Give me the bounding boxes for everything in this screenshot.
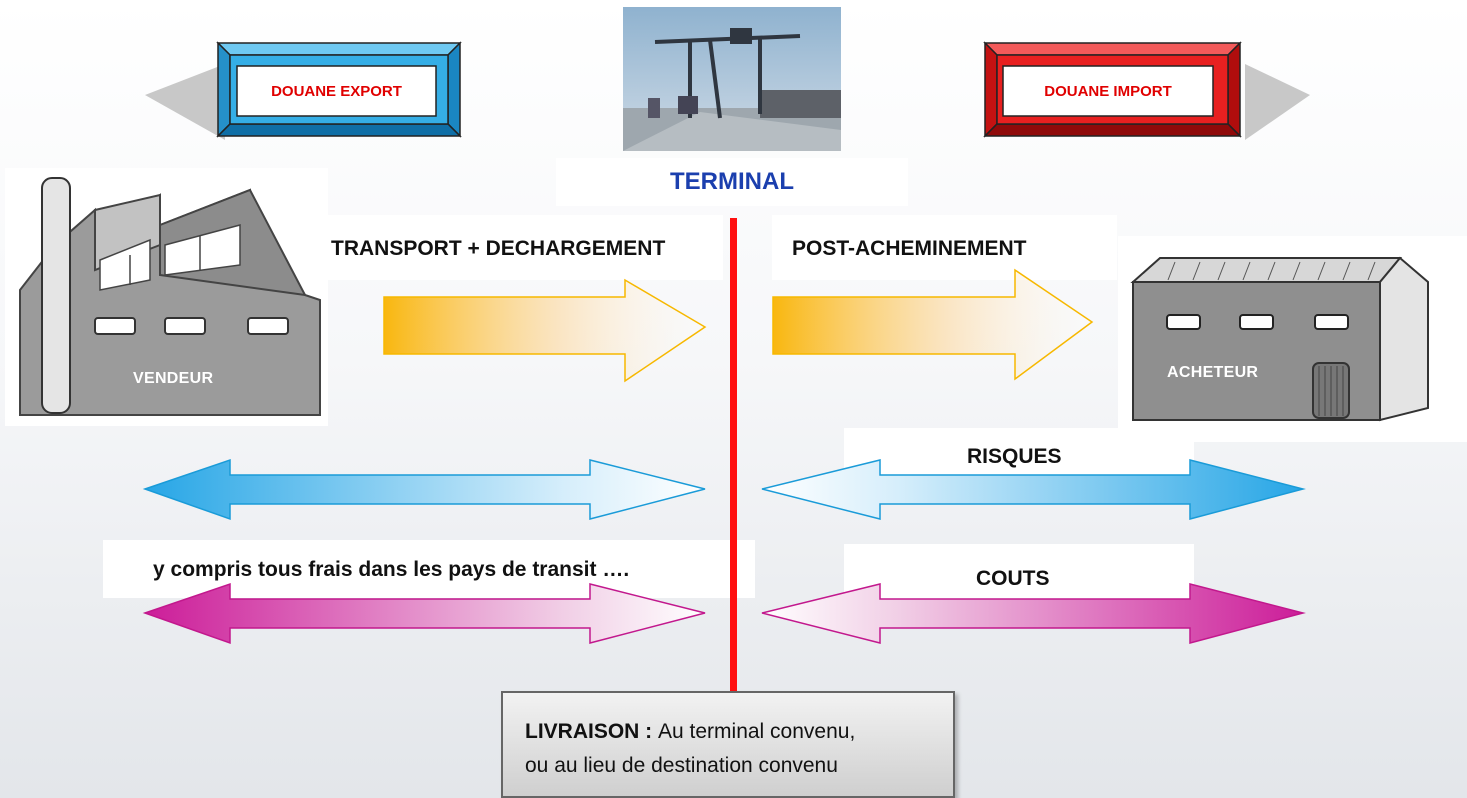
customs-import-label: DOUANE IMPORT [1044,83,1172,100]
delivery-separator: : [639,720,659,743]
terminal-photo [623,7,841,151]
factory-icon [19,177,321,416]
post-label-panel [772,215,1117,280]
customs-export-label: DOUANE EXPORT [271,83,402,100]
transport-arrow [383,278,707,383]
delivery-line-2: ou au lieu de destination convenu [525,754,838,777]
cost-arrow-seller [142,582,706,645]
risk-arrow-seller [142,458,706,521]
buyer-label: ACHETEUR [1167,364,1259,381]
customs-import-frame [983,41,1242,138]
delivery-box: LIVRAISON : Au terminal convenu, ou au l… [501,691,955,798]
risk-label: RISQUES [967,445,1062,468]
import-shadow-wedge [1245,64,1310,140]
delivery-divider-line [730,218,737,693]
customs-export-frame [216,41,462,138]
cost-note: y compris tous frais dans les pays de tr… [153,558,630,581]
risk-arrow-buyer [761,459,1306,520]
export-shadow-wedge [145,64,225,140]
cost-arrow-buyer [761,583,1306,644]
transport-label: TRANSPORT + DECHARGEMENT [331,237,666,260]
terminal-title: TERMINAL [556,158,908,206]
delivery-title: LIVRAISON [525,720,640,743]
transport-label-panel [328,215,723,280]
cost-note-panel [103,540,755,598]
seller-label: VENDEUR [133,370,214,387]
delivery-line-1: Au terminal convenu, [658,720,856,743]
post-transport-label: POST-ACHEMINEMENT [792,237,1027,260]
post-transport-arrow [772,268,1094,381]
cost-label-panel [844,544,1194,602]
warehouse-icon [1130,256,1429,422]
cost-label: COUTS [976,567,1050,590]
